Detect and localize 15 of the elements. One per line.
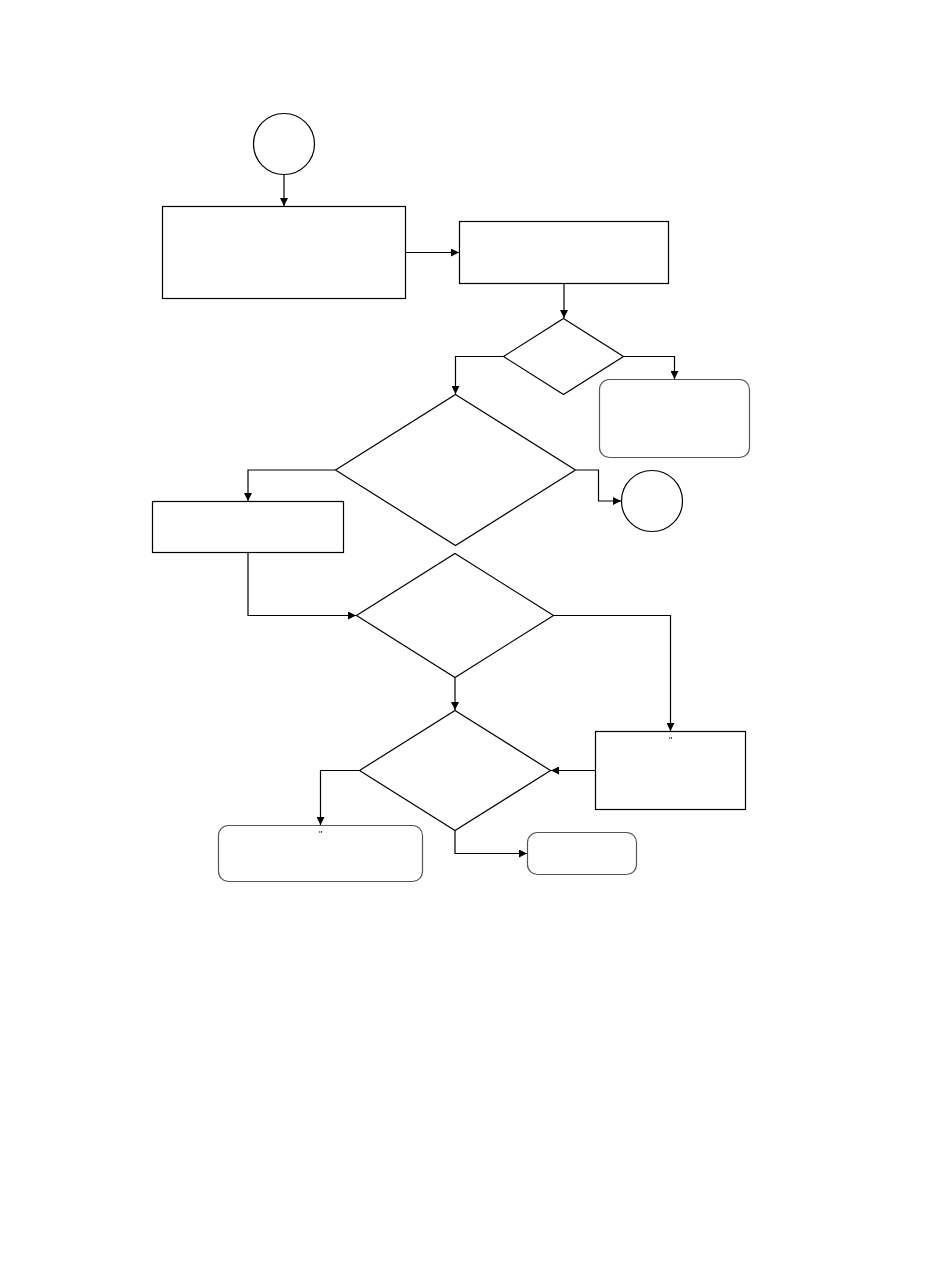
arrow xyxy=(454,830,528,858)
arrow xyxy=(550,766,596,775)
arrow xyxy=(451,677,459,711)
arrow xyxy=(280,174,288,207)
arrow xyxy=(575,469,622,505)
arrow xyxy=(623,355,679,380)
arrow xyxy=(316,769,360,826)
arrow xyxy=(244,469,336,502)
arrow xyxy=(560,283,568,319)
box-text: " xyxy=(318,829,323,839)
arrow xyxy=(247,552,357,620)
arrow xyxy=(451,355,504,395)
arrow xyxy=(405,248,460,257)
arrow xyxy=(553,614,675,732)
box-text: " xyxy=(668,735,673,745)
